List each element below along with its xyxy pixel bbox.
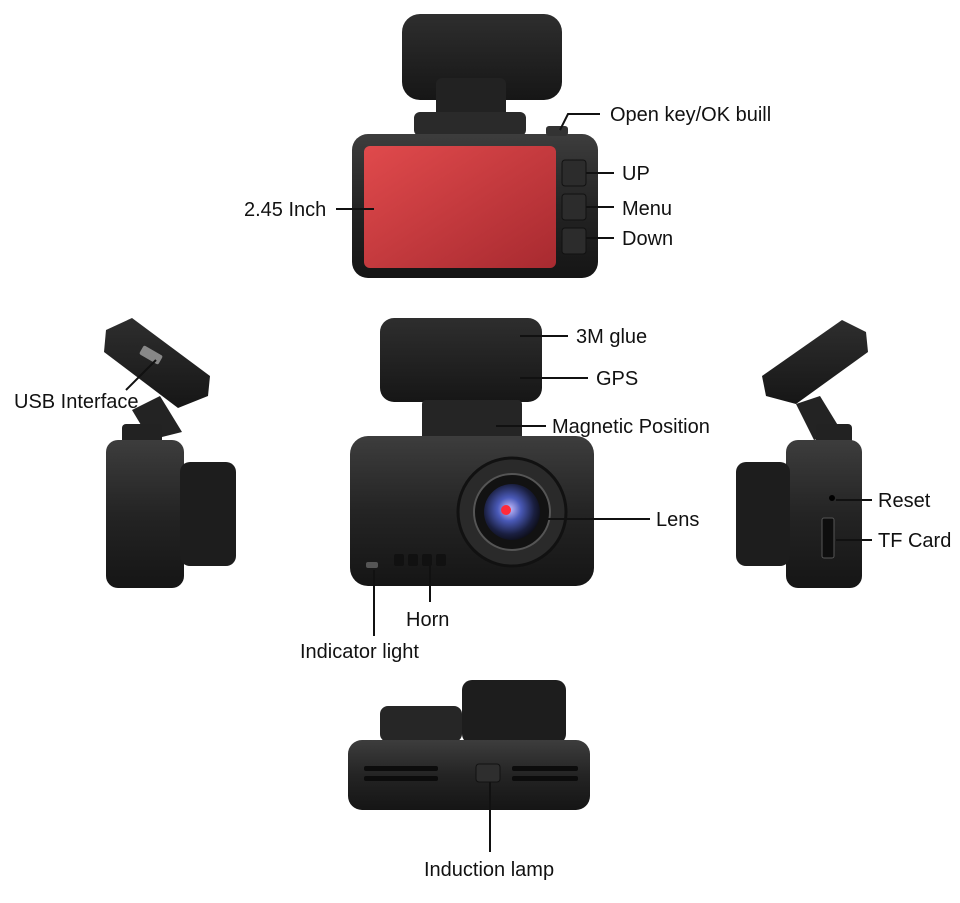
- label-open-key: Open key/OK buill: [610, 104, 771, 126]
- front-mount-arm: [422, 400, 522, 440]
- label-screen-size: 2.45 Inch: [244, 199, 326, 221]
- label-glue: 3M glue: [576, 326, 647, 348]
- right-side-camera: [736, 320, 868, 588]
- rear-view-camera: [352, 14, 598, 278]
- rear-screen: [364, 146, 556, 268]
- menu-button[interactable]: [561, 193, 587, 221]
- label-gps: GPS: [596, 368, 638, 390]
- bottom-vents-right: [512, 766, 578, 781]
- tf-card-slot[interactable]: [821, 517, 835, 559]
- indicator-led: [366, 562, 378, 568]
- front-view-camera: [350, 318, 594, 586]
- label-tf-card: TF Card: [878, 530, 951, 552]
- label-menu: Menu: [622, 198, 672, 220]
- label-usb: USB Interface: [14, 391, 139, 413]
- bottom-view-camera: [348, 680, 590, 810]
- label-horn: Horn: [406, 609, 449, 631]
- right-lens-barrel: [736, 462, 790, 566]
- label-reset: Reset: [878, 490, 931, 512]
- rear-mount-arm: [436, 78, 506, 118]
- down-button[interactable]: [561, 227, 587, 255]
- up-button[interactable]: [561, 159, 587, 187]
- leader-usb: [125, 359, 157, 391]
- front-mount-pad: [380, 318, 542, 402]
- bottom-body: [348, 740, 590, 810]
- lens-glass: [484, 484, 540, 540]
- ok-key[interactable]: [546, 126, 568, 136]
- lens-glint: [501, 505, 511, 515]
- label-indicator: Indicator light: [300, 641, 419, 663]
- label-down: Down: [622, 228, 673, 250]
- usb-port[interactable]: [139, 345, 163, 365]
- rear-mount-base: [414, 112, 526, 136]
- label-induction: Induction lamp: [424, 859, 554, 881]
- labels: Open key/OK buill UP Menu Down 2.45 Inch…: [14, 104, 951, 881]
- horn-grille: [394, 554, 446, 566]
- bottom-mount-block: [380, 706, 462, 742]
- reset-hole[interactable]: [829, 495, 835, 501]
- bottom-lens-barrel: [462, 680, 566, 744]
- left-side-camera: [104, 318, 236, 588]
- label-up: UP: [622, 163, 650, 185]
- right-body: [786, 440, 862, 588]
- bottom-vents-left: [364, 766, 438, 781]
- right-mount-pad: [762, 320, 868, 404]
- left-body: [106, 440, 184, 588]
- induction-lamp: [475, 763, 501, 783]
- label-lens: Lens: [656, 509, 699, 531]
- left-lens-barrel: [180, 462, 236, 566]
- leader-open-key: [559, 113, 600, 131]
- leader-lines: [125, 113, 872, 852]
- label-magnetic: Magnetic Position: [552, 416, 710, 438]
